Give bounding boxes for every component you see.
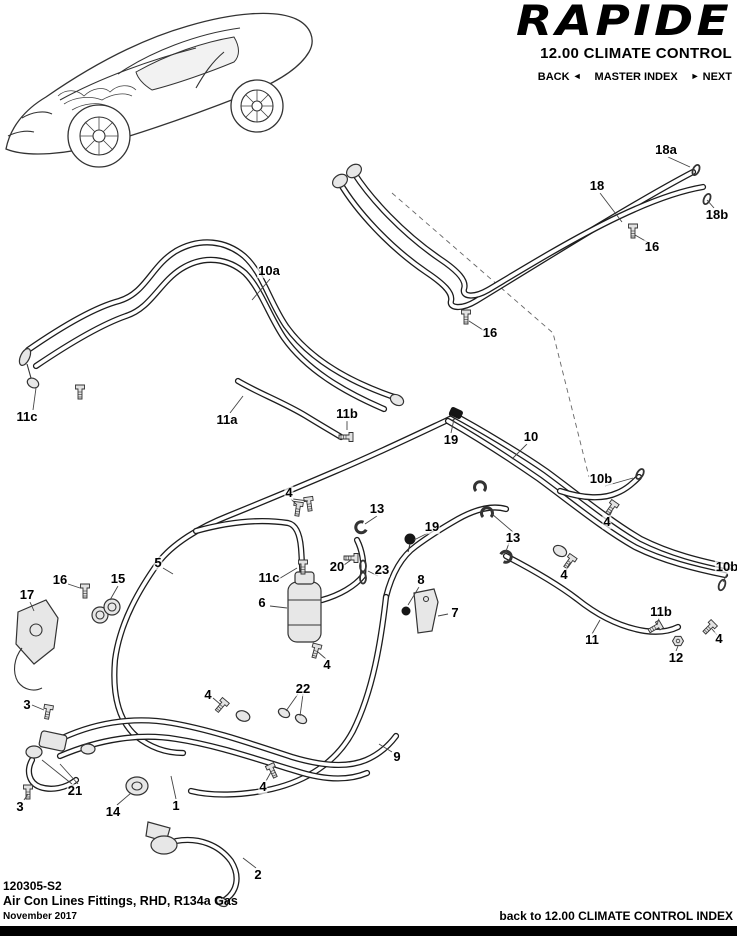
drawing-title: Air Con Lines Fittings, RHD, R134a Gas <box>3 893 238 908</box>
nav-links: BACK ◄ MASTER INDEX ► NEXT <box>432 71 732 83</box>
back-label: BACK <box>537 71 570 83</box>
section-title: 12.00 CLIMATE CONTROL <box>540 45 732 62</box>
bolt-4-center-a <box>291 500 304 517</box>
clamp-19-top <box>449 406 463 420</box>
footer-right: back to 12.00 CLIMATE CONTROL INDEX <box>499 909 733 923</box>
next-arrow-icon: ► <box>690 71 700 81</box>
bolt-4-drier <box>309 642 323 660</box>
fitting-22-a <box>277 707 291 719</box>
receiver-drier <box>287 581 322 643</box>
small-parts <box>13 162 728 908</box>
clip-13-b <box>473 480 487 493</box>
bottom-bar <box>0 926 737 936</box>
clip-13-a <box>352 519 369 536</box>
rapide-logo: RAPIDE <box>516 0 732 45</box>
master-index-link[interactable]: MASTER INDEX <box>595 71 678 83</box>
drawing-date: November 2017 <box>3 910 77 922</box>
oring-10b-upper <box>633 466 647 482</box>
bolt-3-upper <box>41 703 54 721</box>
footer-left: 120305-S2 Air Con Lines Fittings, RHD, R… <box>3 879 238 923</box>
master-index-label: MASTER INDEX <box>594 71 678 83</box>
grommet-14 <box>125 776 149 796</box>
oring-10b-far <box>716 577 728 593</box>
bracket-7 <box>413 588 439 634</box>
drawing-number: 120305-S2 <box>3 878 62 893</box>
back-link[interactable]: BACK ◄ <box>538 71 582 83</box>
bolt-8 <box>401 606 411 616</box>
next-label: NEXT <box>702 71 732 83</box>
bolt-3-lower <box>23 784 33 800</box>
bolt-11c-left <box>75 384 85 400</box>
bolt-16-b <box>461 309 471 325</box>
hose-2 <box>150 835 178 855</box>
back-arrow-icon: ◄ <box>572 71 582 81</box>
car-illustration <box>5 12 313 168</box>
bracket-17 <box>15 599 59 665</box>
fitting-22-b <box>294 713 308 725</box>
nut-12 <box>672 635 684 647</box>
bolt-20 <box>343 553 359 563</box>
next-link[interactable]: ► NEXT <box>691 71 732 83</box>
page-header: RAPIDE 12.00 CLIMATE CONTROL BACK ◄ MAST… <box>432 0 732 83</box>
clamp-15 <box>91 606 109 624</box>
leader-lines <box>23 156 728 869</box>
junction-21 <box>38 730 68 752</box>
bolt-4-center-b <box>303 495 316 512</box>
clamp-19-center <box>404 533 416 545</box>
bolt-16-left <box>80 583 90 599</box>
back-to-index-link[interactable]: back to 12.00 CLIMATE CONTROL INDEX <box>499 909 733 923</box>
oring-18a <box>690 162 702 178</box>
bolt-4-far-right <box>700 619 718 637</box>
